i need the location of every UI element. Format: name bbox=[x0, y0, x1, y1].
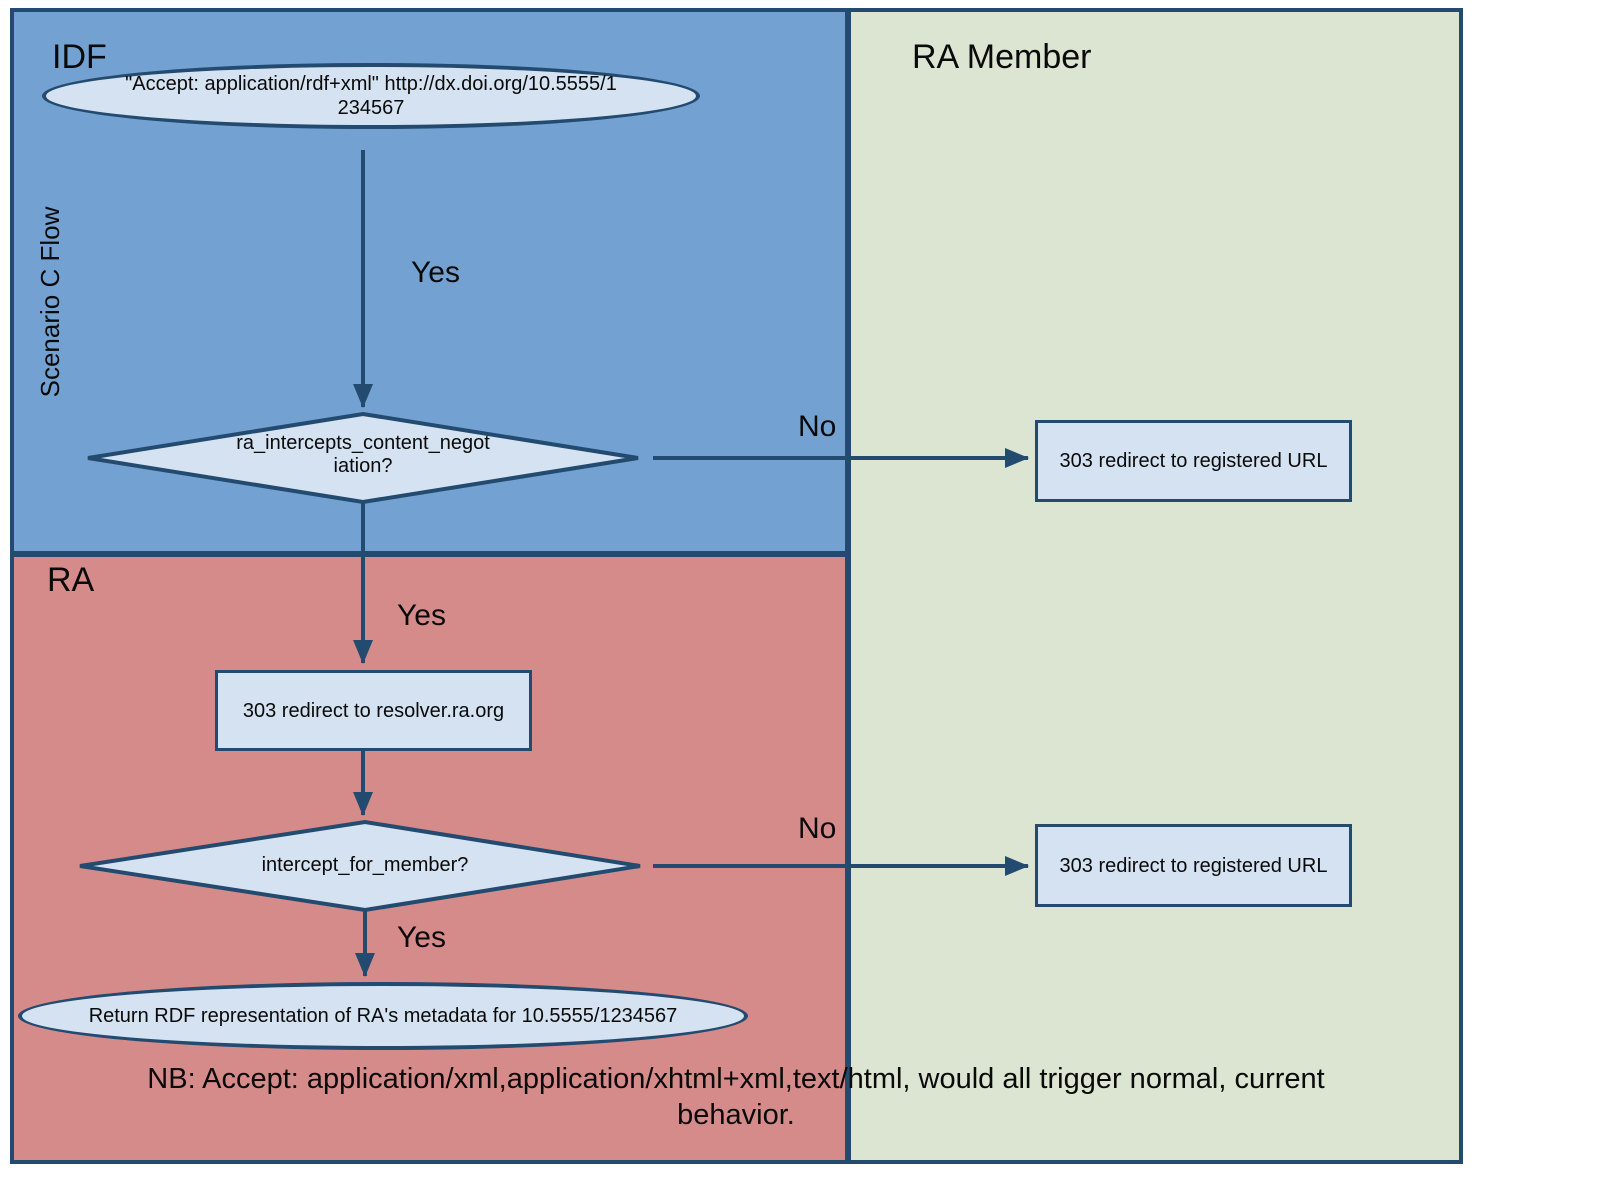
node-redirect-resolver-label: 303 redirect to resolver.ra.org bbox=[242, 699, 505, 722]
node-redirect-resolver: 303 redirect to resolver.ra.org bbox=[215, 670, 532, 751]
decision-content-negotiation-shape bbox=[87, 411, 639, 505]
node-redirect-registered-url-top-label: 303 redirect to registered URL bbox=[1059, 450, 1328, 472]
node-start-terminator: "Accept: application/rdf+xml" http://dx.… bbox=[42, 63, 700, 129]
node-redirect-registered-url-bottom-label: 303 redirect to registered URL bbox=[1059, 854, 1328, 877]
node-start-terminator-label: "Accept: application/rdf+xml" http://dx.… bbox=[125, 73, 617, 119]
node-decision-intercept-for-member-label: intercept_for_member? bbox=[261, 854, 469, 876]
decision-intercept-for-member-shape bbox=[79, 819, 641, 913]
edge-label-no-2: No bbox=[798, 812, 837, 845]
node-end-terminator: Return RDF representation of RA's metada… bbox=[18, 982, 748, 1050]
lane-label-ra-member: RA Member bbox=[912, 38, 1092, 76]
node-end-terminator-label: Return RDF representation of RA's metada… bbox=[88, 1005, 678, 1027]
node-redirect-registered-url-top: 303 redirect to registered URL bbox=[1035, 420, 1352, 502]
lane-label-ra: RA bbox=[47, 561, 95, 599]
node-decision-content-negotiation-label: ra_intercepts_content_negotiation? bbox=[236, 432, 490, 477]
edge-label-yes-2: Yes bbox=[397, 599, 446, 632]
edge-label-yes-3: Yes bbox=[397, 921, 446, 954]
edge-label-no-1: No bbox=[798, 410, 837, 443]
lane-label-idf: IDF bbox=[52, 38, 107, 76]
diagram-title: Scenario C Flow bbox=[35, 206, 65, 398]
node-redirect-registered-url-bottom: 303 redirect to registered URL bbox=[1035, 824, 1352, 907]
edge-label-yes-1: Yes bbox=[411, 256, 460, 289]
note-text: NB: Accept: application/xml,application/… bbox=[147, 1063, 1325, 1131]
